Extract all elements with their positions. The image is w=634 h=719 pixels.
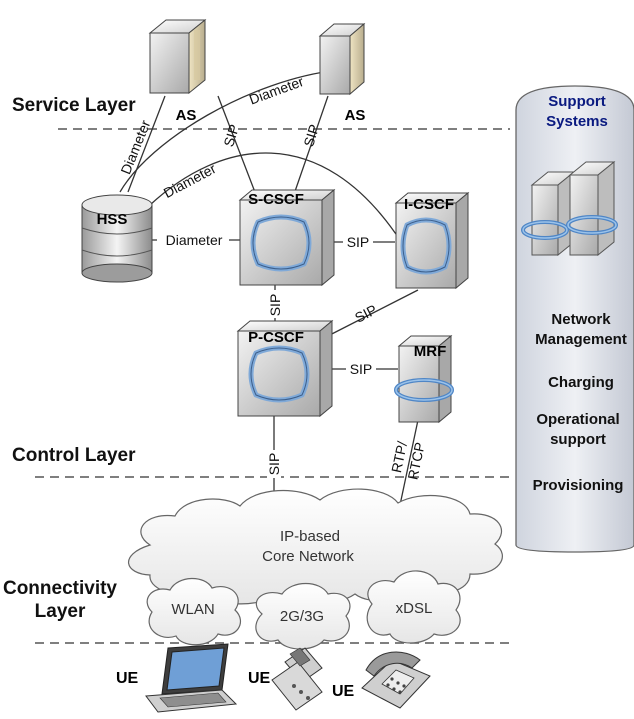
label-as-left-hss: Diameter bbox=[117, 117, 153, 176]
support-item-network-line2: Management bbox=[535, 331, 627, 348]
2g3g-label: 2G/3G bbox=[280, 608, 324, 625]
edge-hss-icscf bbox=[149, 152, 401, 241]
ue-mobile-label: UE bbox=[248, 670, 271, 687]
core-network-label-line2: Core Network bbox=[262, 548, 354, 565]
support-title-line1: Support bbox=[548, 93, 606, 110]
pcscf-node-icon bbox=[236, 319, 334, 418]
edge-as-right-scscf bbox=[291, 95, 329, 201]
desk-phone-icon bbox=[361, 651, 431, 709]
support-item-charging: Charging bbox=[548, 374, 614, 391]
edge-as-right-hss bbox=[119, 69, 339, 193]
mrf-node-icon bbox=[394, 334, 454, 424]
label-as-right-scscf: SIP bbox=[300, 122, 322, 148]
as-left-server-icon bbox=[148, 18, 207, 95]
2g3g-cloud bbox=[255, 582, 351, 650]
label-scscf-icscf: SIP bbox=[347, 234, 370, 250]
connectivity-layer-label-line1: Connectivity bbox=[3, 578, 117, 599]
support-systems-panel: Support Systems Network Management Charg… bbox=[515, 85, 634, 553]
xdsl-cloud bbox=[366, 570, 461, 644]
as-right-label: AS bbox=[345, 107, 366, 124]
as-left-label: AS bbox=[176, 107, 197, 124]
laptop-icon bbox=[145, 643, 238, 713]
label-hss-icscf: Diameter bbox=[161, 160, 219, 201]
ue-phone-label: UE bbox=[332, 683, 355, 700]
wlan-cloud bbox=[146, 577, 241, 646]
label-pcscf-core: SIP bbox=[266, 453, 282, 476]
mrf-label: MRF bbox=[414, 343, 447, 360]
edge-as-left-scscf bbox=[217, 95, 259, 201]
support-servers-icon bbox=[521, 160, 618, 257]
wlan-label: WLAN bbox=[171, 601, 214, 618]
support-item-operational-line2: support bbox=[550, 431, 606, 448]
edge-pcscf-icscf bbox=[319, 289, 419, 341]
core-network-label-line1: IP-based bbox=[280, 528, 340, 545]
mobile-phone-icon bbox=[271, 647, 323, 711]
as-right-server-icon bbox=[318, 22, 366, 96]
label-as-right-hss: Diameter bbox=[247, 73, 306, 108]
edge-as-left-hss bbox=[127, 95, 166, 193]
label-mrf-core-line1: RTP/ bbox=[388, 440, 410, 474]
support-title-line2: Systems bbox=[546, 113, 608, 130]
xdsl-label: xDSL bbox=[396, 600, 433, 617]
scscf-label: S-CSCF bbox=[248, 191, 304, 208]
hss-label: HSS bbox=[97, 211, 128, 228]
support-item-operational-line1: Operational bbox=[536, 411, 619, 428]
connections bbox=[119, 69, 419, 510]
icscf-label: I-CSCF bbox=[404, 196, 454, 213]
label-as-left-scscf: SIP bbox=[220, 122, 242, 148]
label-pcscf-mrf: SIP bbox=[350, 361, 373, 377]
connectivity-layer-label-line2: Layer bbox=[35, 601, 86, 622]
scscf-node-icon bbox=[238, 188, 336, 287]
service-layer-label: Service Layer bbox=[12, 95, 136, 116]
edge-mrf-core bbox=[399, 419, 419, 506]
label-hss-scscf: Diameter bbox=[166, 232, 223, 248]
pcscf-label: P-CSCF bbox=[248, 329, 304, 346]
ue-laptop-label: UE bbox=[116, 670, 139, 687]
support-item-provisioning: Provisioning bbox=[533, 477, 624, 494]
label-mrf-core-line2: RTCP bbox=[404, 441, 428, 481]
hss-database-icon bbox=[81, 194, 153, 283]
support-item-network-line1: Network bbox=[551, 311, 611, 328]
control-layer-label: Control Layer bbox=[12, 445, 136, 466]
label-scscf-pcscf: SIP bbox=[267, 294, 283, 317]
icscf-node-icon bbox=[394, 191, 470, 290]
